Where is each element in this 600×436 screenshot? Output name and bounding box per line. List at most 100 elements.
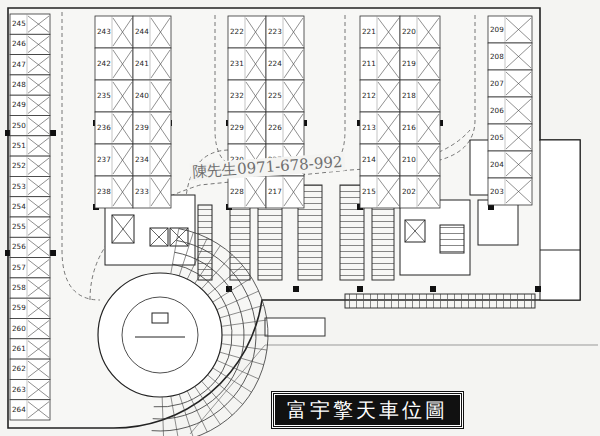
- plan-line: [405, 220, 425, 242]
- parking-space: [95, 48, 133, 80]
- space-divider: [505, 97, 506, 124]
- space-divider: [283, 80, 284, 112]
- space-number: 249: [12, 100, 26, 110]
- space-divider: [27, 95, 28, 115]
- parking-space: [360, 16, 400, 48]
- space-cross: [28, 321, 49, 337]
- space-number: 224: [268, 59, 282, 69]
- space-cross: [113, 82, 132, 110]
- space-number: 246: [12, 39, 26, 49]
- space-cross: [28, 402, 49, 418]
- space-number: 241: [135, 59, 149, 69]
- parking-space: [10, 258, 50, 278]
- space-number: 247: [12, 60, 26, 70]
- ramp-step: [171, 229, 179, 274]
- space-cross: [28, 199, 49, 215]
- parking-space: [133, 112, 171, 144]
- space-number: 262: [12, 364, 26, 374]
- ramp-step: [207, 375, 242, 405]
- space-divider: [505, 70, 506, 97]
- space-divider: [27, 197, 28, 217]
- space-number: 232: [230, 91, 244, 101]
- ramp-step: [187, 238, 207, 279]
- ramp-step: [187, 391, 207, 432]
- space-divider: [283, 112, 284, 144]
- space-cross: [151, 146, 170, 174]
- parking-space: [133, 48, 171, 80]
- space-divider: [112, 48, 113, 80]
- plan-line: [540, 140, 580, 300]
- ramp-step: [220, 352, 264, 365]
- parking-space: [488, 43, 532, 70]
- space-divider: [417, 16, 418, 48]
- plan-line: [400, 200, 470, 275]
- space-divider: [150, 144, 151, 176]
- space-number: 219: [402, 59, 416, 69]
- ramp-step: [217, 360, 259, 379]
- plan-line: [430, 286, 436, 292]
- space-cross: [418, 178, 439, 206]
- parking-space: [488, 124, 532, 151]
- space-cross: [113, 18, 132, 46]
- ramp-step: [201, 255, 232, 289]
- plan-line: [112, 215, 134, 243]
- space-number: 235: [97, 91, 111, 101]
- space-number: 226: [268, 123, 282, 133]
- space-cross: [28, 118, 49, 134]
- space-cross: [246, 50, 265, 78]
- parking-space: [400, 16, 440, 48]
- space-cross: [151, 50, 170, 78]
- parking-space: [266, 16, 304, 48]
- ramp-box: [152, 313, 168, 323]
- space-cross: [28, 158, 49, 174]
- space-number: 225: [268, 91, 282, 101]
- space-divider: [112, 16, 113, 48]
- title: 富宇擎天車位圖: [287, 398, 448, 422]
- space-cross: [506, 45, 531, 68]
- space-cross: [28, 36, 49, 52]
- space-number: 264: [12, 405, 26, 415]
- ramp-arc: [151, 229, 268, 436]
- space-cross: [418, 50, 439, 78]
- watermark: 陳先生0971-678-992: [190, 153, 345, 182]
- space-divider: [27, 75, 28, 95]
- ramp-step: [220, 305, 264, 318]
- plan-line: [50, 250, 56, 256]
- parking-space: [360, 112, 400, 144]
- space-cross: [378, 50, 399, 78]
- parking-space: [488, 16, 532, 43]
- space-cross: [28, 97, 49, 113]
- space-cross: [284, 178, 303, 206]
- space-number: 238: [97, 187, 111, 197]
- parking-space: [10, 298, 50, 318]
- parking-space: [488, 151, 532, 178]
- space-cross: [378, 18, 399, 46]
- space-divider: [27, 34, 28, 54]
- space-divider: [27, 278, 28, 298]
- plan-line: [170, 228, 188, 246]
- parking-space: [228, 16, 266, 48]
- parking-space: [10, 136, 50, 156]
- ramp-step: [162, 397, 164, 436]
- space-number: 228: [230, 187, 244, 197]
- plan-line: [330, 15, 345, 165]
- space-number: 252: [12, 161, 26, 171]
- parking-space: [266, 112, 304, 144]
- space-number: 257: [12, 263, 26, 273]
- plan-line: [405, 220, 425, 242]
- parking-space: [228, 48, 266, 80]
- space-cross: [151, 82, 170, 110]
- space-cross: [28, 138, 49, 154]
- space-number: 223: [268, 27, 282, 37]
- space-divider: [417, 176, 418, 208]
- space-divider: [283, 176, 284, 208]
- plan-line: [440, 15, 475, 160]
- space-number: 207: [490, 79, 504, 89]
- space-divider: [27, 55, 28, 75]
- space-number: 260: [12, 324, 26, 334]
- parking-space: [95, 144, 133, 176]
- parking-space: [10, 75, 50, 95]
- space-number: 211: [362, 59, 376, 69]
- space-cross: [28, 219, 49, 235]
- plan-line: [170, 228, 188, 246]
